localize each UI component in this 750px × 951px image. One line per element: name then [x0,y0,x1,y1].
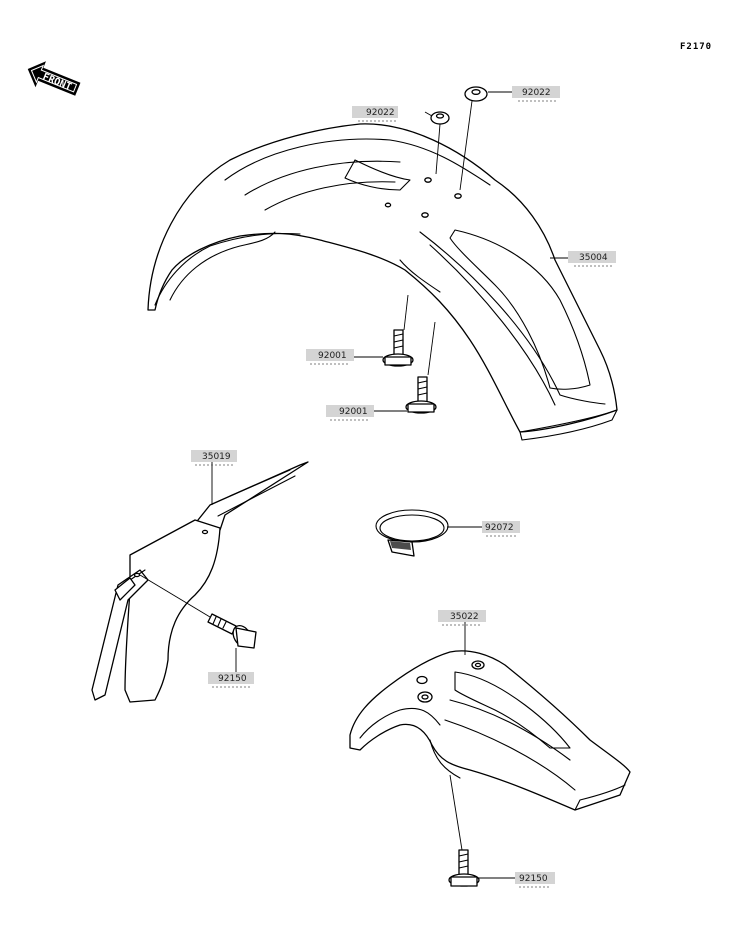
part-tag-35004: 35004 [568,251,616,267]
leader-washer-a [424,111,433,117]
part-tag-92072: 92072 [482,521,520,537]
part-tag-35019: 35019 [191,450,237,466]
bolt-a [382,294,414,367]
svg-text:35019: 35019 [202,452,231,462]
svg-text:92001: 92001 [318,351,347,361]
svg-text:92022: 92022 [366,108,395,118]
clamp [375,509,449,557]
svg-text:35004: 35004 [579,253,608,263]
front-fender [147,123,618,441]
part-tag-92150-b: 92150 [515,872,555,888]
figure-code: F2170 [680,42,712,52]
part-tag-35022: 35022 [438,610,486,626]
washer-b [459,86,488,191]
part-tag-92022-a: 92022 [352,106,398,122]
svg-text:92022: 92022 [522,88,551,98]
svg-text:92150: 92150 [218,674,247,684]
part-tag-92001-a: 92001 [306,349,354,365]
bolt-b [405,321,437,414]
part-tag-92001-b: 92001 [326,405,374,421]
bolt-d [448,774,480,887]
svg-text:92072: 92072 [485,523,514,533]
bolt-c [139,574,257,649]
part-tag-92022-b: 92022 [512,86,560,102]
front-arrow-icon: FRONT [27,61,81,96]
svg-text:92150: 92150 [519,874,548,884]
rear-fender [349,650,631,811]
svg-text:92001: 92001 [339,407,368,417]
part-tag-92150-a: 92150 [208,672,254,688]
svg-text:35022: 35022 [450,612,479,622]
mud-flap-bracket [91,461,309,703]
washer-a [430,111,450,175]
